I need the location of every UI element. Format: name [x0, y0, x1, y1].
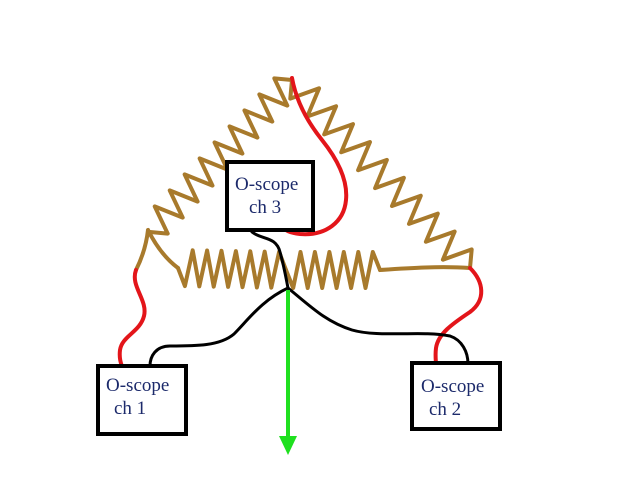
- top-lead-wire: [280, 76, 349, 237]
- scope-label-line1: O-scope: [235, 174, 299, 195]
- scope-label-line1: O-scope: [106, 375, 170, 396]
- ch1-lead-wire: [117, 268, 147, 368]
- ch2-lead-wire: [433, 266, 484, 366]
- ch2-ground-wire: [286, 286, 470, 366]
- oscilloscope-ch3-box: O-scope ch 3: [225, 160, 315, 232]
- scope-label-line2: ch 3: [249, 197, 282, 218]
- scope-label-line2: ch 1: [114, 398, 147, 419]
- oscilloscope-ch1-box: O-scope ch 1: [96, 364, 188, 436]
- right-coil-winding: [288, 78, 474, 270]
- ch1-ground-wire: [148, 286, 290, 368]
- bottom-coil-link: [378, 265, 472, 272]
- bottom-left-coil-winding: [176, 248, 288, 290]
- scope-label-line1: O-scope: [421, 376, 485, 397]
- left-coil-winding: [148, 76, 294, 236]
- scope-label-line2: ch 2: [429, 399, 462, 420]
- oscilloscope-ch2-box: O-scope ch 2: [410, 361, 502, 431]
- ch3-ground-wire: [250, 230, 290, 290]
- force-arrow-head: [279, 436, 297, 455]
- left-coil-tail: [134, 228, 180, 272]
- bottom-right-coil-winding: [284, 250, 382, 290]
